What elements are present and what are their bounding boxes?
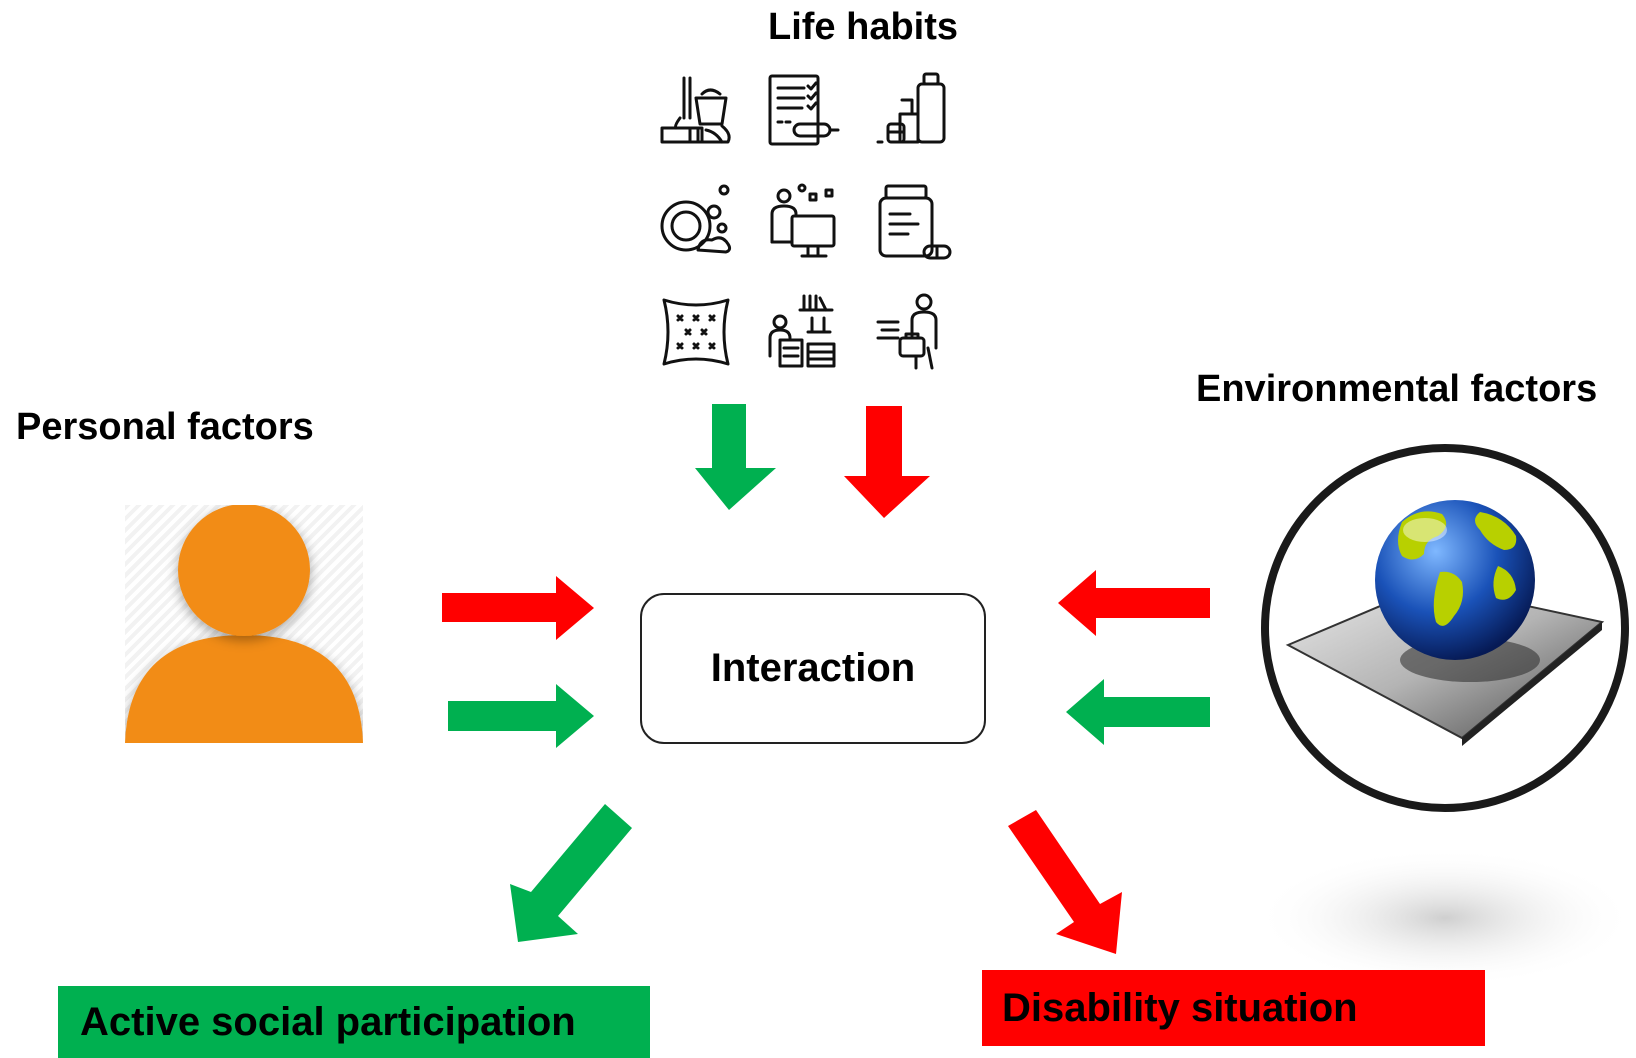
outcome-positive-arrow: [510, 804, 632, 942]
environmental-factors-title: Environmental factors: [1196, 368, 1598, 410]
disability-situation-box: Disability situation: [982, 970, 1485, 1046]
personal-factors-title: Personal factors: [16, 406, 314, 448]
commute-icon: [876, 293, 938, 370]
interaction-box: Interaction: [640, 593, 986, 744]
disability-situation-label: Disability situation: [1002, 985, 1358, 1030]
personal-negative-arrow: [442, 576, 594, 640]
cleaning-icon: [660, 76, 731, 144]
checklist-icon: [768, 74, 840, 146]
environment-negative-arrow: [1058, 570, 1210, 636]
person-card: [125, 504, 363, 743]
medication-icon: [878, 184, 952, 260]
personal-positive-arrow: [448, 684, 594, 748]
dishwashing-icon: [660, 184, 732, 254]
outcome-negative-arrow: [1008, 810, 1122, 954]
active-participation-label: Active social participation: [80, 999, 576, 1044]
computer-work-icon: [770, 183, 836, 258]
environment-positive-arrow: [1066, 679, 1210, 745]
habits-negative-arrow: [844, 406, 930, 518]
active-participation-box: Active social participation: [58, 986, 650, 1058]
toiletries-icon: [876, 72, 946, 144]
floor-shadow: [1255, 848, 1635, 988]
habits-positive-arrow: [695, 404, 776, 510]
globe-group: [1255, 444, 1635, 988]
life-habits-title: Life habits: [768, 6, 959, 48]
pillow-icon: [662, 298, 730, 366]
interaction-label: Interaction: [710, 646, 916, 690]
life-habits-icon-grid: [648, 70, 958, 370]
study-icon: [768, 294, 836, 368]
person-icon: [125, 504, 363, 743]
